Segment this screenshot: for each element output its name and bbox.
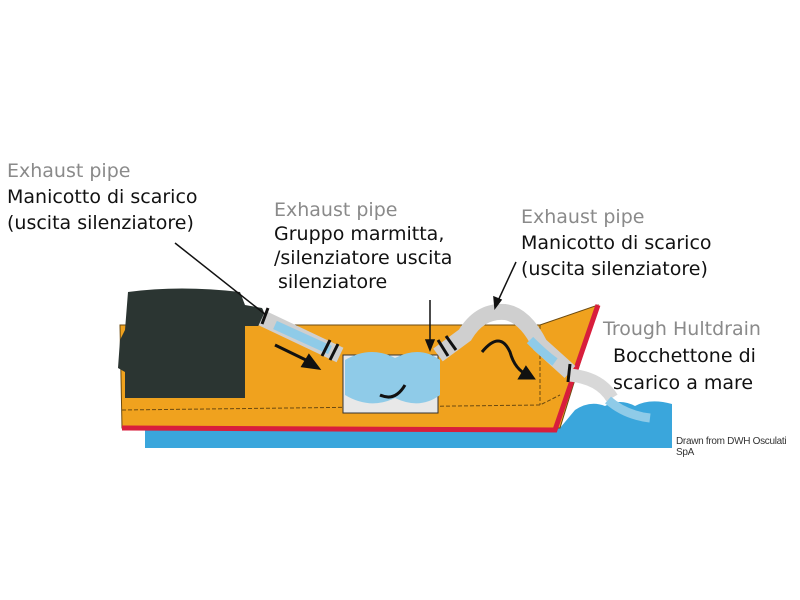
exhaust-water-2 [526,336,558,366]
label-it: scarico a mare [613,372,754,394]
label-it: (uscita silenziatore) [7,212,194,234]
label-it: (uscita silenziatore) [521,258,708,280]
label-it: Bocchettone di [613,345,756,367]
label-silencer: Exhaust pipe Gruppo marmitta, /silenziat… [274,198,452,294]
label-exhaust-pipe-outlet: Exhaust pipe Manicotto di scarico (uscit… [7,158,198,236]
label-en: Exhaust pipe [521,206,645,228]
discharge-spray [605,396,651,423]
silencer-water [345,351,440,404]
leader-lines [174,242,517,353]
label-exhaust-pipe-hose: Exhaust pipe Manicotto di scarico (uscit… [521,204,712,282]
label-it: Gruppo marmitta, [274,223,445,245]
flow-arrows [274,339,536,399]
through-hull-outlet [569,368,618,402]
label-it: /silenziatore uscita [274,247,453,269]
exhaust-pipe-2 [433,303,576,378]
label-it: Manicotto di scarico [521,232,712,254]
label-it: Manicotto di scarico [7,186,198,208]
label-it: silenziatore [278,271,388,293]
outboard-engine [118,288,265,398]
label-through-hull: Trough Hultdrain Bocchettone di scarico … [603,316,761,397]
label-en: Exhaust pipe [7,160,131,182]
image-credit: Drawn from DWH Osculati SpA [676,436,787,458]
exhaust-water-1 [273,320,332,355]
hull-waterline [121,304,601,433]
sea-water [145,401,672,448]
pipe-clamps [260,307,572,383]
label-en: Exhaust pipe [274,199,398,221]
label-en: Trough Hultdrain [603,318,761,340]
